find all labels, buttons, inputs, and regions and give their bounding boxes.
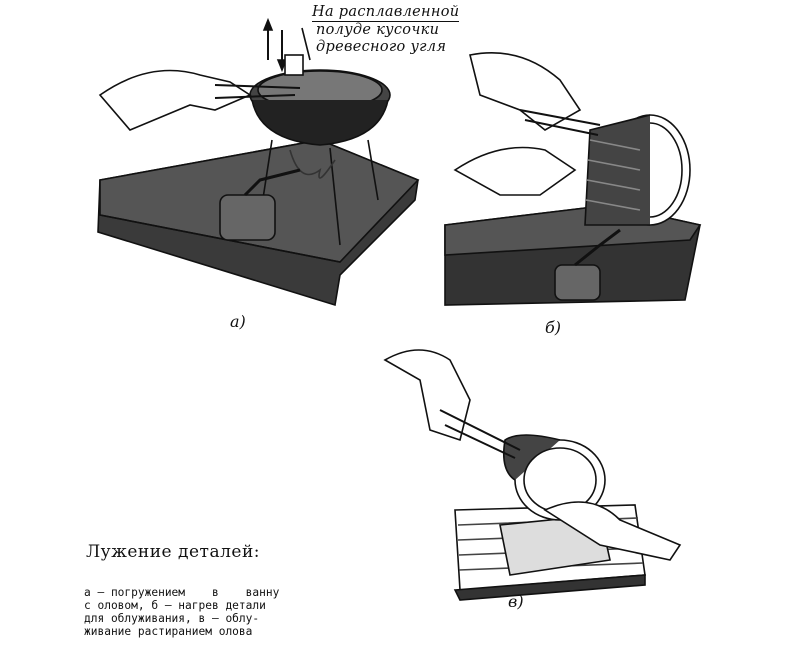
- gloved-hand-b-bottom: [453, 146, 577, 196]
- caption-line: а — погружением в ванну: [84, 586, 280, 599]
- molten-tin-annotation: На расплавленной полуде кусочки древесно…: [312, 4, 460, 56]
- caption-line: с оловом, б — нагрев детали: [84, 599, 266, 612]
- caption-line: для облуживания, в — облу-: [84, 612, 260, 625]
- annotation-line-3: древесного угля: [316, 39, 447, 55]
- panel-label-b: б): [545, 318, 562, 337]
- gloved-hand-a: [98, 69, 252, 131]
- panel-v-drawing: [383, 349, 682, 601]
- caption-line: живание растиранием олова: [84, 625, 253, 638]
- blowtorch-a: [219, 194, 276, 241]
- gloved-hand-v-top: [383, 349, 471, 442]
- panel-label-a: а): [230, 312, 246, 331]
- blowtorch-b: [554, 264, 601, 301]
- gloved-hand-v-bottom: [543, 501, 682, 561]
- panel-label-v: в): [508, 592, 524, 611]
- caption-body: а — погружением в ванну с оловом, б — на…: [84, 586, 324, 638]
- gloved-hand-b-top: [469, 52, 582, 131]
- panel-a-drawing: [97, 17, 420, 307]
- annotation-line-1: На расплавленной: [312, 4, 460, 22]
- caption-title: Лужение деталей:: [86, 542, 260, 562]
- annotation-line-2: полуде кусочки: [316, 22, 440, 38]
- panel-b-drawing: [444, 52, 702, 306]
